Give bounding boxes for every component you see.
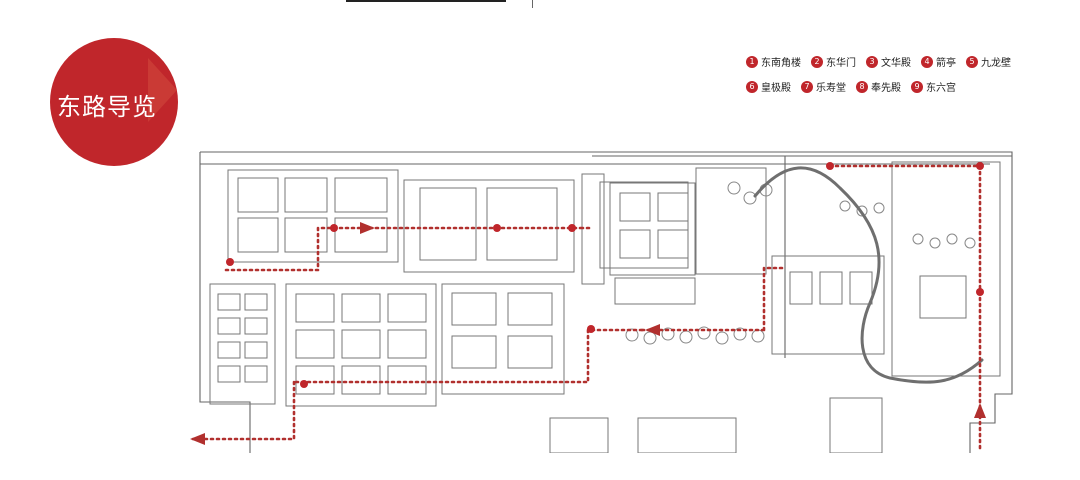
legend-number-9: 9 [911, 80, 923, 93]
legend-number-2: 2 [811, 55, 823, 68]
route-arrow-icon [190, 433, 205, 445]
legend-number-7: 7 [801, 80, 813, 93]
top-small-tick [532, 0, 533, 8]
legend-label-5: 九龙壁 [981, 58, 1011, 69]
waterway [753, 166, 984, 384]
central-right-buildings [599, 161, 1001, 377]
lower-left-grid [209, 283, 565, 407]
top-divider-line [346, 0, 506, 2]
legend-label-2: 东华门 [826, 58, 856, 69]
route-badge [50, 38, 178, 166]
palace-map [190, 148, 1040, 453]
legend-label-3: 文华殿 [881, 58, 911, 69]
palace-outline [199, 151, 1013, 453]
legend-label-9: 东六宫 [926, 83, 956, 94]
legend-label-8: 奉先殿 [871, 83, 901, 94]
legend-number-8: 8 [856, 80, 868, 93]
page-title: 东路导览 [57, 93, 157, 121]
lower-structures [549, 397, 883, 453]
route-arrow-icon [645, 324, 660, 336]
legend-number-5: 5 [966, 55, 978, 68]
legend-label-6: 皇极殿 [761, 83, 791, 94]
badge-circle [50, 38, 178, 166]
tree-clusters [625, 181, 976, 345]
legend-label-1: 东南角楼 [761, 58, 801, 69]
legend-label-4: 箭亭 [936, 58, 956, 69]
route-markers [226, 162, 984, 388]
legend-number-3: 3 [866, 55, 878, 68]
route-arrow-icon [360, 222, 375, 234]
route-arrow-icon [974, 403, 986, 418]
palace-map-illustration [190, 148, 1040, 453]
legend-number-1: 1 [746, 55, 758, 68]
legend-number-6: 6 [746, 80, 758, 93]
legend-number-4: 4 [921, 55, 933, 68]
upper-left-courtyards [227, 169, 696, 285]
legend-label-7: 乐寿堂 [816, 83, 846, 94]
right-arrow-icon [148, 58, 177, 122]
